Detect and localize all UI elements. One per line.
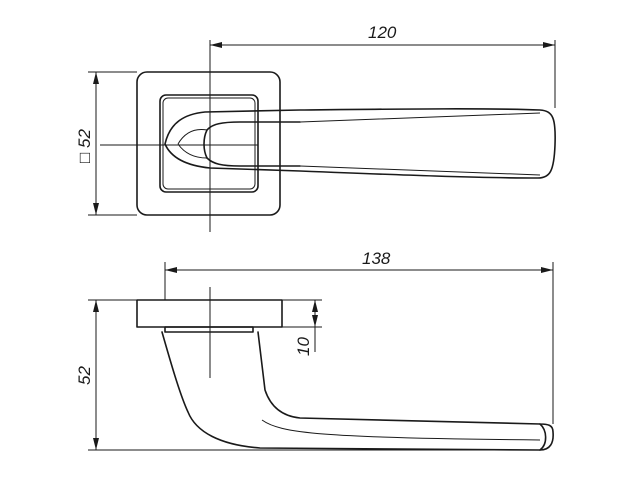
lever-top-edge (299, 112, 541, 176)
dim-120-arrow-left (210, 42, 222, 48)
dim-10-arrow-top (312, 300, 318, 312)
lever-top-neck-2 (206, 157, 301, 167)
lever-top-neck (206, 121, 301, 131)
dim-sq52-label: □ 52 (75, 129, 94, 163)
top-view: 120 □ 52 (75, 23, 556, 232)
lever-top-ridge (177, 129, 208, 159)
dim-sq52-arrow-bottom (93, 203, 99, 215)
lever-side-tip (539, 423, 547, 451)
side-view: 138 52 10 (75, 249, 554, 451)
rose-outer-square (136, 71, 281, 216)
dim-138-arrow-left (165, 267, 177, 273)
lever-side-outline (161, 331, 554, 451)
lever-top-outline (164, 108, 556, 179)
dim-10-arrow-bottom (312, 315, 318, 327)
lever-top-tip (203, 129, 208, 159)
lever-side-inner-edge (261, 419, 541, 441)
rose-inner-square (159, 94, 259, 193)
rose-inner-square-2 (162, 97, 256, 190)
dim-10-label: 10 (294, 337, 313, 356)
dim-120-label: 120 (368, 23, 397, 42)
rose-plate-base (164, 326, 254, 333)
dim-138-arrow-right (541, 267, 553, 273)
dim-52-arrow-top (93, 300, 99, 312)
dim-120-arrow-right (543, 42, 555, 48)
dim-138-label: 138 (362, 249, 391, 268)
dim-sq52-arrow-top (93, 72, 99, 84)
dim-52-label: 52 (75, 366, 94, 385)
dim-52-arrow-bottom (93, 438, 99, 450)
